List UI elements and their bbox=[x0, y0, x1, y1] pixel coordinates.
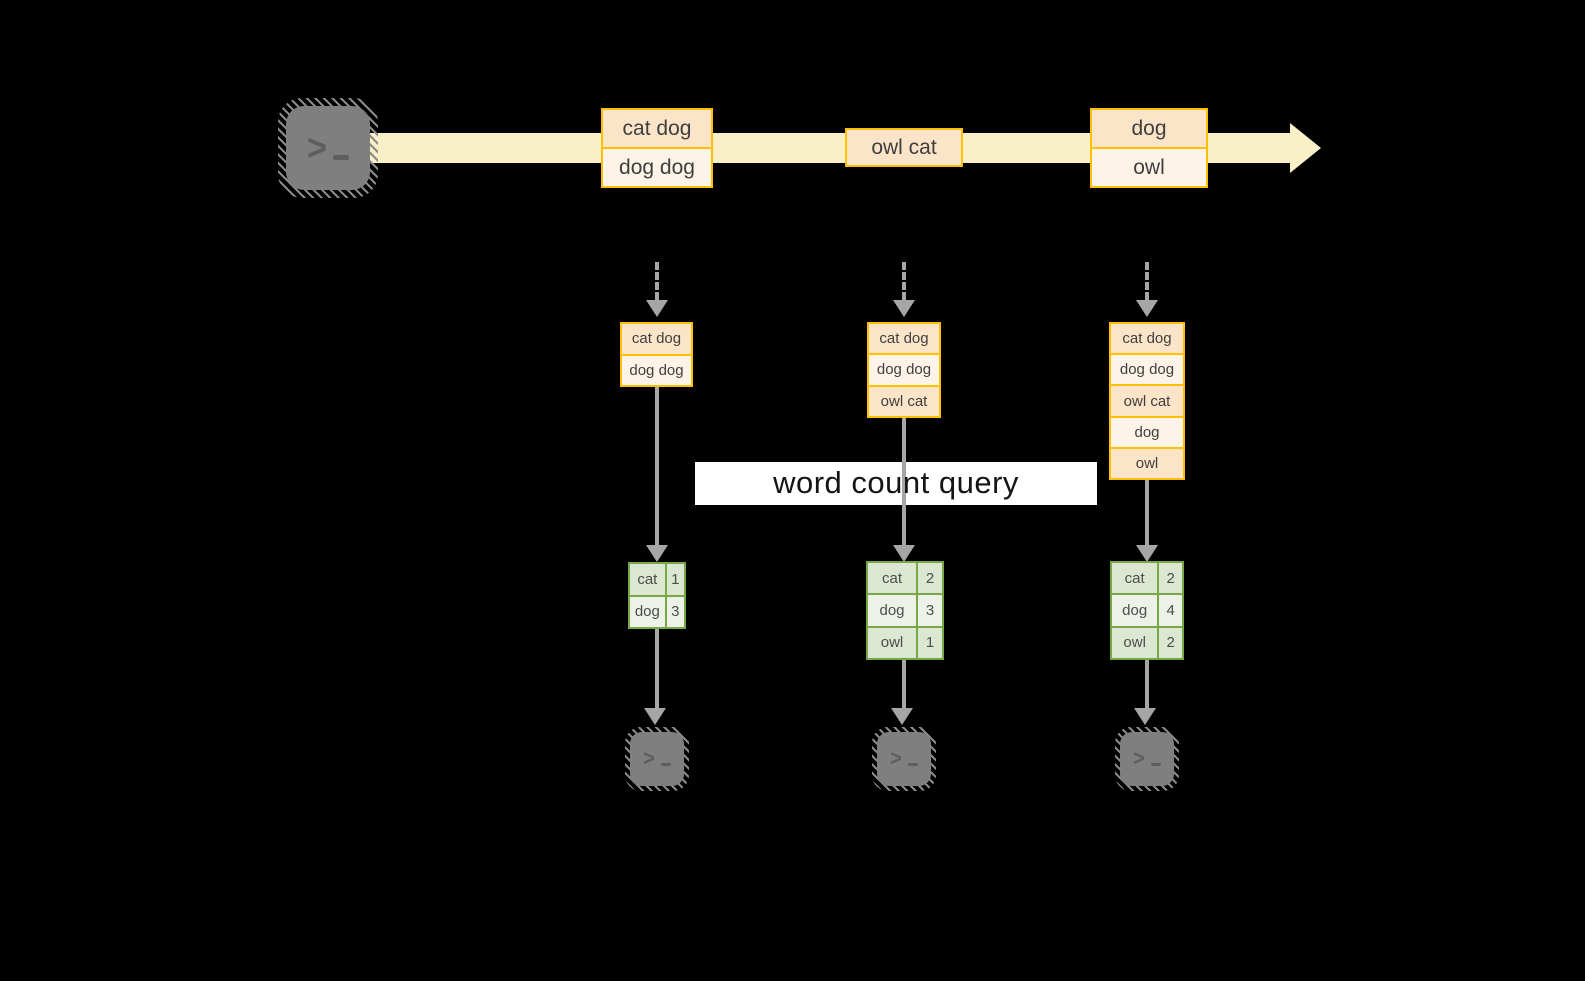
dashed-arrowhead-icon bbox=[646, 300, 668, 317]
stream-arrowhead bbox=[1290, 123, 1321, 173]
stream-batch-line: dog dog bbox=[603, 147, 711, 186]
count-row: dog 4 bbox=[1112, 593, 1182, 626]
terminal-source-icon: > bbox=[278, 98, 378, 198]
terminal-icon: > bbox=[877, 732, 931, 786]
count-value: 3 bbox=[916, 595, 942, 626]
terminal-icon: > bbox=[1120, 732, 1174, 786]
count-word: cat bbox=[868, 563, 916, 594]
input-line: dog dog bbox=[1111, 353, 1183, 385]
count-word: cat bbox=[630, 564, 665, 595]
input-line: cat dog bbox=[1111, 324, 1183, 354]
input-stack-2: cat dog dog dog owl cat bbox=[867, 322, 941, 418]
arrow-line bbox=[1145, 480, 1149, 545]
terminal-icon: > bbox=[286, 106, 370, 190]
count-table-3: cat 2 dog 4 owl 2 bbox=[1110, 561, 1184, 660]
count-word: dog bbox=[1112, 595, 1158, 626]
count-row: dog 3 bbox=[630, 594, 684, 627]
arrowhead-icon bbox=[1136, 545, 1158, 562]
arrowhead-icon bbox=[644, 708, 666, 725]
dashed-arrowhead-icon bbox=[1136, 300, 1158, 317]
count-row: dog 3 bbox=[868, 593, 942, 626]
prompt-glyph-icon: > bbox=[890, 748, 918, 770]
terminal-sink-icon-3: > bbox=[1115, 727, 1179, 791]
count-value: 2 bbox=[1157, 563, 1182, 594]
count-word: dog bbox=[630, 596, 665, 627]
input-stack-1: cat dog dog dog bbox=[620, 322, 693, 387]
count-row: cat 1 bbox=[630, 564, 684, 595]
arrowhead-icon bbox=[891, 708, 913, 725]
terminal-sink-icon-2: > bbox=[872, 727, 936, 791]
arrow-line bbox=[902, 418, 906, 545]
prompt-glyph-icon: > bbox=[1133, 748, 1161, 770]
count-row: cat 2 bbox=[1112, 563, 1182, 594]
count-row: cat 2 bbox=[868, 563, 942, 594]
input-line: owl cat bbox=[869, 384, 939, 416]
stream-batch-line: owl cat bbox=[847, 130, 961, 165]
stream-batch-2: owl cat bbox=[845, 128, 963, 167]
prompt-glyph-icon: > bbox=[307, 129, 349, 167]
arrow-line bbox=[655, 629, 659, 708]
count-row: owl 1 bbox=[868, 625, 942, 658]
arrow-line bbox=[1145, 660, 1149, 708]
arrowhead-icon bbox=[893, 545, 915, 562]
input-line: owl cat bbox=[1111, 384, 1183, 416]
terminal-sink-icon-1: > bbox=[625, 727, 689, 791]
input-line: cat dog bbox=[869, 324, 939, 354]
count-value: 1 bbox=[664, 564, 684, 595]
terminal-icon: > bbox=[630, 732, 684, 786]
count-word: owl bbox=[1112, 627, 1158, 658]
input-stack-3: cat dog dog dog owl cat dog owl bbox=[1109, 322, 1185, 480]
count-table-1: cat 1 dog 3 bbox=[628, 562, 686, 629]
arrowhead-icon bbox=[646, 545, 668, 562]
prompt-glyph-icon: > bbox=[643, 748, 671, 770]
count-word: dog bbox=[868, 595, 916, 626]
stream-batch-3: dog owl bbox=[1090, 108, 1208, 188]
count-value: 2 bbox=[916, 563, 942, 594]
input-line: dog bbox=[1111, 415, 1183, 447]
input-line: owl bbox=[1111, 446, 1183, 479]
count-row: owl 2 bbox=[1112, 625, 1182, 658]
input-line: dog dog bbox=[622, 353, 691, 385]
input-line: cat dog bbox=[622, 324, 691, 354]
dashed-arrow-line bbox=[1145, 262, 1149, 300]
count-value: 3 bbox=[664, 596, 684, 627]
arrow-line bbox=[902, 660, 906, 708]
arrowhead-icon bbox=[1134, 708, 1156, 725]
count-value: 1 bbox=[916, 627, 942, 658]
stream-batch-line: owl bbox=[1092, 147, 1206, 186]
arrow-line bbox=[655, 387, 659, 545]
count-word: owl bbox=[868, 627, 916, 658]
count-table-2: cat 2 dog 3 owl 1 bbox=[866, 561, 944, 660]
count-value: 4 bbox=[1157, 595, 1182, 626]
dashed-arrow-line bbox=[902, 262, 906, 300]
dashed-arrowhead-icon bbox=[893, 300, 915, 317]
query-label-band bbox=[695, 462, 1097, 505]
count-word: cat bbox=[1112, 563, 1158, 594]
query-label: word count query bbox=[773, 465, 1019, 500]
count-value: 2 bbox=[1157, 627, 1182, 658]
stream-batch-1: cat dog dog dog bbox=[601, 108, 713, 188]
stream-batch-line: cat dog bbox=[603, 110, 711, 147]
dashed-arrow-line bbox=[655, 262, 659, 300]
stream-batch-line: dog bbox=[1092, 110, 1206, 147]
input-line: dog dog bbox=[869, 353, 939, 385]
